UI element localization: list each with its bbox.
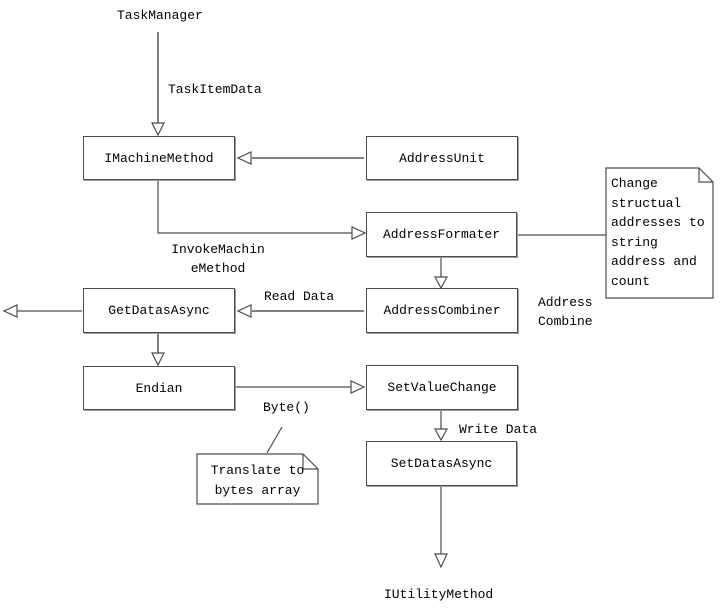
arrowhead-down-iutilitymethod-icon <box>434 553 448 569</box>
node-taskmanager-label: TaskManager <box>117 8 203 23</box>
node-addressunit: AddressUnit <box>366 136 518 180</box>
edge-label-invokemachinemethod: InvokeMachin eMethod <box>171 242 265 276</box>
node-getdatasasync-label: GetDatasAsync <box>108 303 210 318</box>
node-addressformater-label: AddressFormater <box>382 227 501 242</box>
node-setdatasasync-label: SetDatasAsync <box>390 456 493 471</box>
node-setvaluechange-label: SetValueChange <box>387 380 497 395</box>
node-getdatasasync: GetDatasAsync <box>83 288 235 333</box>
arrowhead-down-endian-icon <box>151 352 165 367</box>
edge-label-addresscombine: Address Combine <box>538 295 593 329</box>
node-addressformater: AddressFormater <box>366 212 517 257</box>
note-fold-icon <box>698 168 713 183</box>
node-imachinemethod-label: IMachineMethod <box>104 150 214 166</box>
arrowhead-down-addresscombiner-icon <box>433 276 449 290</box>
node-addresscombiner-label: AddressCombiner <box>383 303 501 318</box>
edge-label-taskitemdata: TaskItemData <box>168 82 262 97</box>
note-change-structural-text: Change structual addresses to string add… <box>611 176 705 289</box>
edge-label-writedata: Write Data <box>459 422 538 437</box>
arrowhead-down-imachinemethod-icon <box>151 122 165 137</box>
node-endian-label: Endian <box>135 380 183 396</box>
node-addresscombiner: AddressCombiner <box>366 288 518 333</box>
node-addressunit-label: AddressUnit <box>399 150 485 166</box>
node-endian: Endian <box>83 366 235 410</box>
arrowhead-right-setvaluechange-icon <box>350 380 366 394</box>
node-iutilitymethod-label: IUtilityMethod <box>384 587 494 602</box>
node-setvaluechange: SetValueChange <box>366 365 518 410</box>
arrowhead-left-getdatasasync-icon <box>236 304 252 318</box>
note-fold-icon <box>302 454 318 470</box>
note-translate-shape <box>196 453 319 505</box>
node-imachinemethod: IMachineMethod <box>83 136 235 180</box>
edge-label-readdata: Read Data <box>264 289 335 304</box>
arrowhead-down-setdatasasync-icon <box>433 428 449 442</box>
edge-imachinemethod-to-addressformater <box>157 181 352 234</box>
note-change-structural-shape <box>605 167 714 299</box>
edge-label-byte: Byte() <box>263 400 310 415</box>
edge-byte-to-note <box>266 426 283 454</box>
arrowhead-right-addressformater-icon <box>351 226 367 240</box>
node-setdatasasync: SetDatasAsync <box>366 441 517 486</box>
arrowhead-left-canvas-edge-icon <box>2 304 18 318</box>
arrowhead-left-imachinemethod-icon <box>236 151 252 165</box>
note-translate-text: Translate to bytes array <box>210 463 305 498</box>
